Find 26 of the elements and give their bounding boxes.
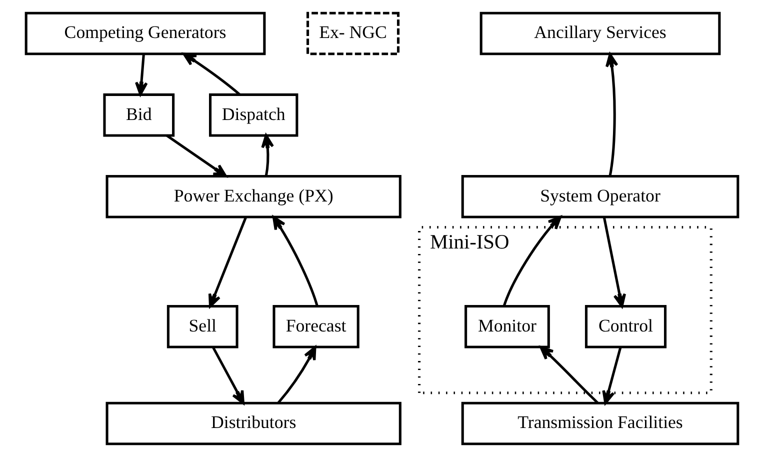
node-box: Control: [584, 304, 666, 348]
arrow: [272, 216, 318, 307]
node-box: System Operator: [460, 174, 739, 218]
node-box: Monitor: [464, 304, 550, 348]
node-box: Forecast: [272, 304, 359, 348]
arrow: [604, 53, 618, 176]
arrow: [502, 216, 562, 306]
node-box: Competing Generators: [24, 12, 266, 56]
node-box: Bid: [102, 93, 174, 137]
node-box: Ex- NGC: [306, 12, 400, 56]
arrow: [182, 52, 240, 96]
arrow: [539, 346, 598, 404]
node-box: Transmission Facilities: [460, 402, 739, 446]
arrow: [212, 346, 244, 404]
node-box: Sell: [166, 304, 238, 348]
arrow: [260, 134, 274, 176]
arrow: [602, 217, 626, 308]
arrow: [165, 134, 226, 178]
node-box: Ancillary Services: [479, 12, 720, 56]
node-box: Dispatch: [208, 93, 298, 137]
node-box: Distributors: [105, 402, 401, 446]
arrow: [208, 216, 247, 308]
arrow: [602, 347, 622, 404]
node-box: Power Exchange (PX): [105, 174, 401, 218]
arrow: [134, 54, 148, 96]
arrow: [276, 346, 316, 404]
